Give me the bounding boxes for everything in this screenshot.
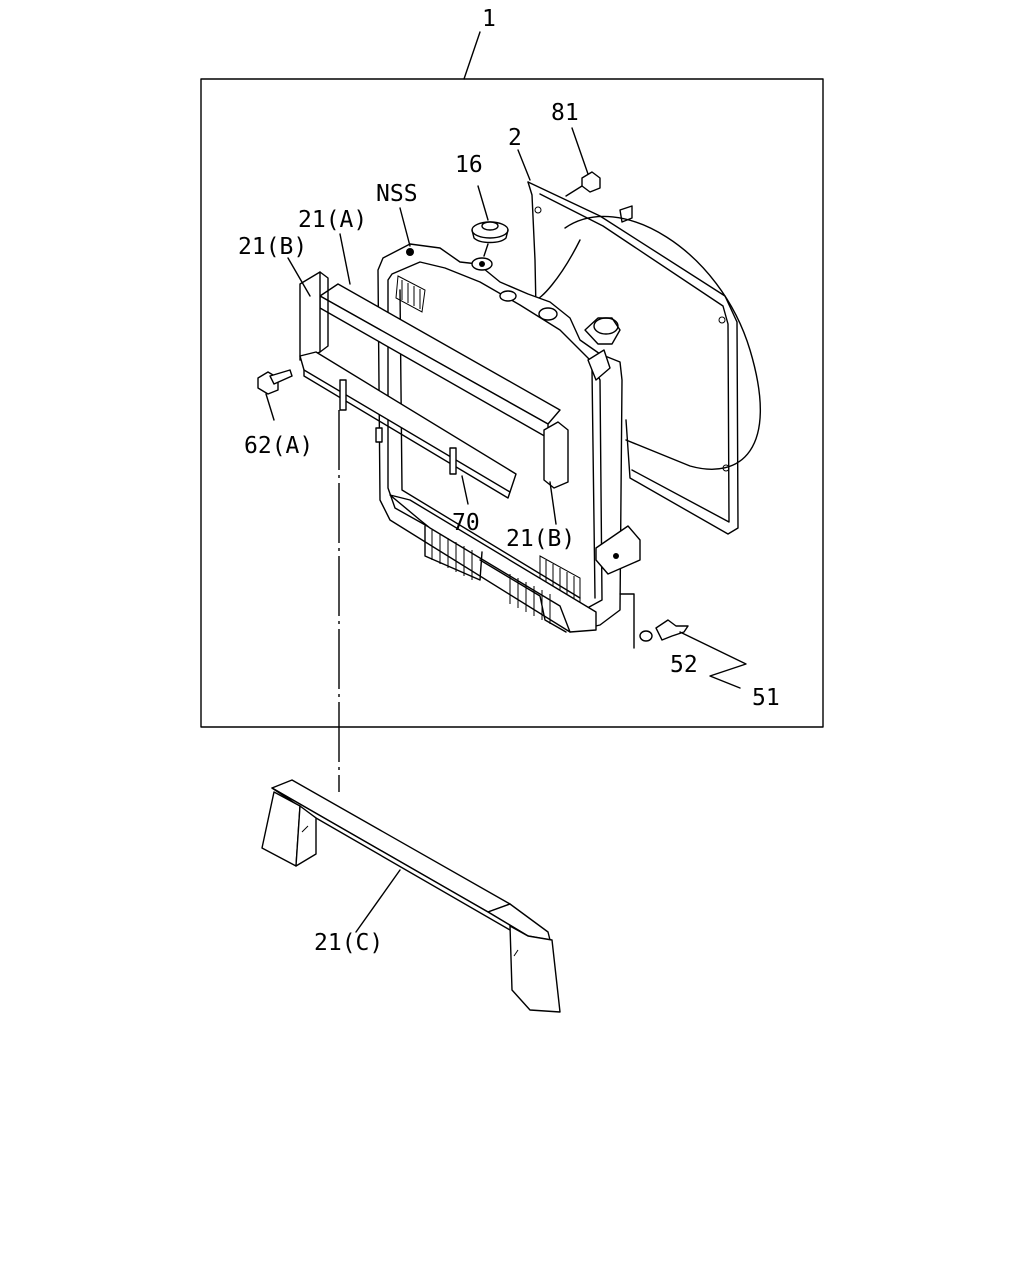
leader-2 (517, 149, 531, 181)
label-21b-right: 21(B) (506, 526, 575, 552)
part-labels: 1 81 2 16 NSS 21(A) 21(B) 62(A) 70 21(B)… (238, 6, 780, 956)
radiator-inlet-pipe (584, 317, 621, 345)
leader-nss (399, 207, 411, 247)
bracket-21c (261, 779, 561, 1013)
radiator-filler-neck (406, 248, 558, 321)
label-1: 1 (482, 6, 496, 32)
fan-shroud (527, 181, 761, 535)
radiator-side-bracket (587, 349, 641, 575)
label-21c: 21(C) (314, 930, 383, 956)
radiator-cap (471, 185, 509, 257)
label-70: 70 (452, 510, 480, 536)
bracket-21b-left (287, 257, 329, 361)
bolt-81 (565, 127, 601, 197)
label-81: 81 (551, 100, 579, 126)
bar-70 (299, 351, 517, 505)
label-21b-left: 21(B) (238, 234, 307, 260)
label-51: 51 (752, 685, 780, 711)
label-nss: NSS (376, 181, 418, 207)
label-62a: 62(A) (244, 433, 313, 459)
radiator-top-grille (395, 275, 426, 313)
radiator (377, 243, 641, 633)
label-2: 2 (508, 125, 522, 151)
label-21a: 21(A) (298, 207, 367, 233)
radiator-bottom-tank (389, 494, 597, 633)
drain-cock-51 (619, 593, 747, 689)
label-16: 16 (455, 152, 483, 178)
bolt-62a (257, 369, 293, 421)
bracket-21b-right (543, 421, 569, 525)
label-52: 52 (670, 652, 698, 678)
assembly-frame (200, 31, 824, 728)
